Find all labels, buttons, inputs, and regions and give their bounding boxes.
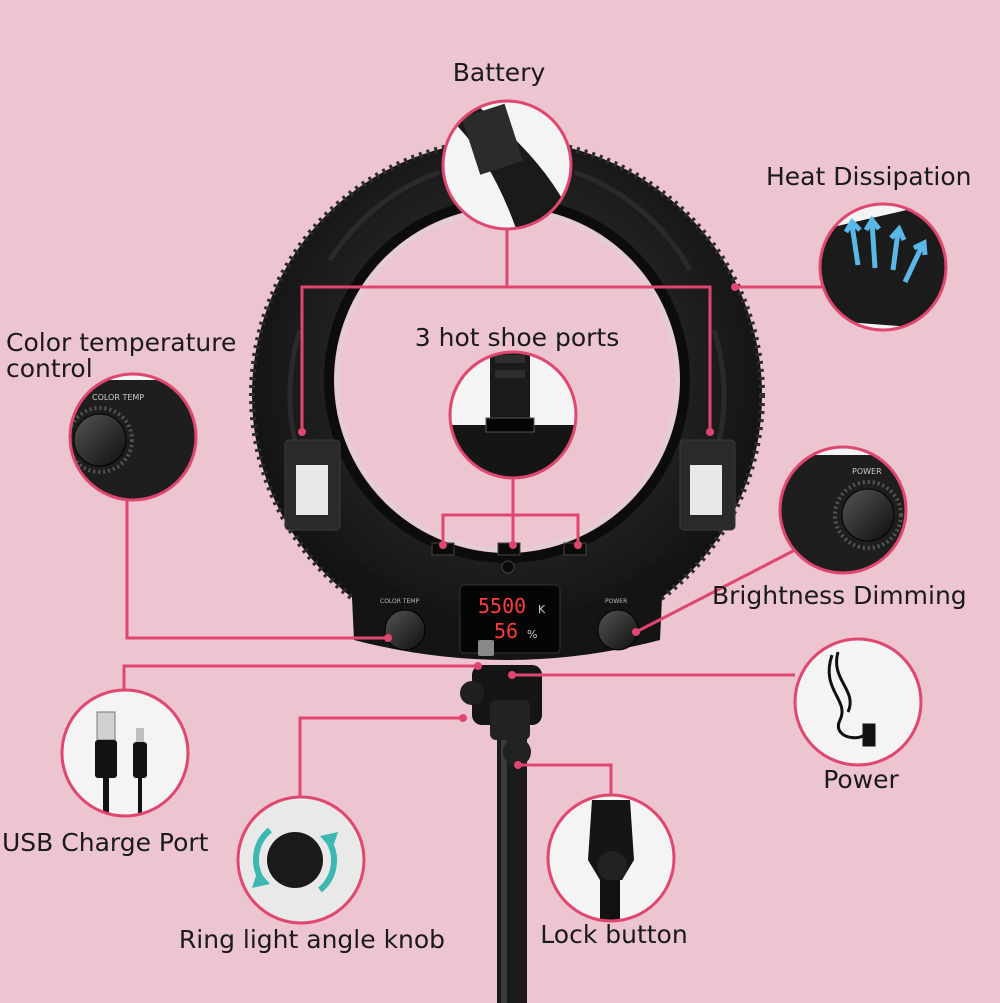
display-temperature-unit: K xyxy=(538,603,546,616)
power-cable-inset xyxy=(793,637,923,767)
label-heat-dissipation: Heat Dissipation xyxy=(766,162,972,191)
heat-dissipation-inset xyxy=(818,202,948,332)
color-temp-dial-inset: COLOR TEMP xyxy=(68,372,198,502)
heat-arrows-icon xyxy=(843,215,928,284)
label-color-temp-line1: Color temperature xyxy=(6,328,237,357)
display-temperature: 5500 xyxy=(478,594,526,618)
mount-bracket xyxy=(460,665,542,766)
label-hot-shoe: 3 hot shoe ports xyxy=(414,323,620,352)
inset-color-temp-text: COLOR TEMP xyxy=(92,393,144,402)
label-battery: Battery xyxy=(452,58,546,87)
display-brightness-unit: % xyxy=(527,628,537,641)
angle-knob-inset xyxy=(236,795,366,925)
label-usb: USB Charge Port xyxy=(2,828,209,857)
stand-pole xyxy=(497,720,527,1003)
label-brightness: Brightness Dimming xyxy=(712,581,967,610)
color-temp-panel-text: COLOR TEMP xyxy=(380,598,419,605)
lock-button-inset xyxy=(546,793,676,923)
brightness-dial-inset: POWER xyxy=(778,445,908,575)
label-angle-knob: Ring light angle knob xyxy=(178,925,446,954)
battery-inset xyxy=(441,99,573,231)
display-brightness: 56 xyxy=(494,619,518,643)
connector-lines xyxy=(122,229,822,797)
label-lock-button: Lock button xyxy=(540,920,688,949)
label-color-temp-line2: control xyxy=(6,354,93,383)
usb-cable-inset xyxy=(60,688,190,818)
connector-dots xyxy=(298,283,739,769)
inset-power-text: POWER xyxy=(852,467,882,476)
label-power: Power xyxy=(823,765,899,794)
power-panel-text: POWER xyxy=(605,598,627,605)
